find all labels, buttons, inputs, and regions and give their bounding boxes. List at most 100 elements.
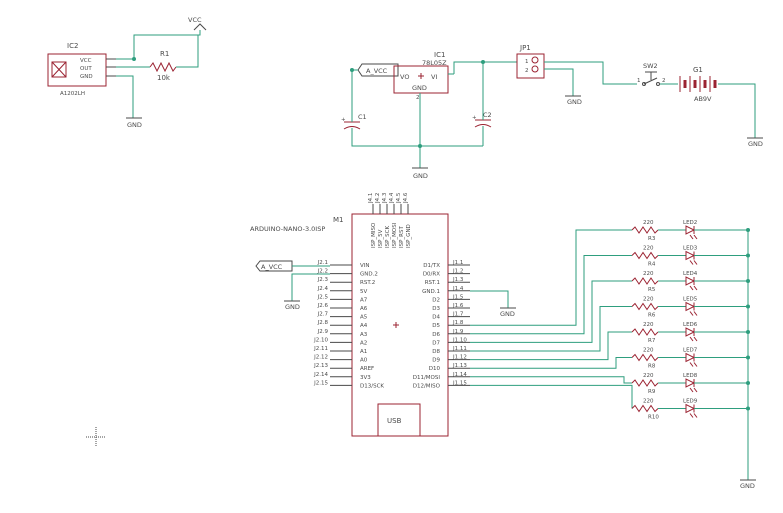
svg-text:A_VCC: A_VCC: [261, 263, 283, 271]
vcc-label: VCC: [188, 16, 202, 24]
jp1-jack[interactable]: JP1 1 2: [516, 44, 545, 79]
c2-capacitor[interactable]: C2 +: [472, 111, 492, 128]
led-row-res-name: R6: [648, 313, 656, 319]
m1-left-pin-pad: J2.3: [317, 277, 329, 283]
sw2-switch[interactable]: SW2 1 2: [637, 62, 666, 86]
m1-part: ARDUINO-NANO-3.0ISP: [250, 225, 325, 233]
ic2-pin-gnd: GND: [80, 74, 93, 80]
led-row-res-value: 220: [643, 220, 654, 226]
gnd-symbol-regulator: GND: [412, 167, 428, 180]
ic2-pin-out: OUT: [80, 66, 92, 72]
led-row-emit-arrow: [693, 336, 698, 342]
led-row-emit-arrow: [689, 336, 694, 342]
m1-right-pin-pad: J1.10: [452, 337, 467, 343]
svg-text:1: 1: [637, 78, 641, 84]
avcc-label-nano: A_VCC: [255, 260, 293, 272]
m1-right-pin-name: D2: [432, 297, 440, 303]
m1-left-pin-pad: J2.5: [317, 294, 329, 300]
m1-left-pin-pad: J2.7: [317, 312, 329, 318]
led-row-emit-arrow: [689, 387, 694, 393]
m1-left-pin-name: A3: [360, 332, 368, 338]
led-row-wire: [470, 331, 632, 361]
led-row-wire: [470, 229, 632, 326]
led-row-led-name: LED3: [683, 246, 698, 252]
led-row-diode: [685, 327, 696, 337]
led-row-res-name: R8: [648, 364, 656, 370]
m1-right-pin-name: D4: [432, 315, 440, 321]
led-row-wire: [470, 376, 632, 384]
led-row-emit-arrow: [689, 260, 694, 265]
led-row-res-name: R3: [648, 236, 656, 242]
led-row-diode: [685, 403, 696, 414]
m1-left-pin-pad: J2.10: [313, 337, 328, 343]
led-row-resistor: [631, 353, 659, 362]
led-row-res-value: 220: [643, 246, 654, 252]
r1-name: R1: [160, 50, 169, 58]
m1-right-pin-pad: J1.11: [452, 346, 467, 352]
g1-part: AB9V: [694, 95, 712, 103]
m1-right-pin-name: GND.1: [422, 289, 440, 295]
m1-top-pin-pad: J4.6: [403, 192, 409, 204]
led-row-emit-arrow: [689, 234, 694, 240]
led-row-res-name: R4: [648, 262, 656, 268]
m1-top-pin-name: ISP_GND: [406, 224, 412, 248]
ic1-part: 78L05Z: [422, 59, 447, 67]
ic1-gnd: GND: [412, 84, 427, 92]
m1-right-pin-pad: J1.13: [452, 363, 467, 369]
gnd-symbol-led-bank: GND: [740, 479, 756, 490]
m1-right-pin-name: D0/RX: [423, 272, 440, 278]
led-row-resistor: [631, 404, 659, 413]
m1-left-pin-name: 3V3: [360, 375, 371, 381]
m1-right-pin-name: D8: [432, 349, 440, 355]
ic1-regulator[interactable]: VO VI GND IC1 78L05Z 2: [393, 51, 449, 101]
m1-left-pin-pad: J2.2: [317, 269, 328, 275]
gnd-symbol-nano-left: GND: [284, 300, 300, 311]
m1-left-pin-pad: J2.8: [317, 320, 329, 326]
gnd-symbol-ic2: GND: [126, 117, 142, 129]
led-row-wire: [470, 280, 632, 343]
r1-resistor[interactable]: R1 10k: [149, 50, 177, 82]
gnd-symbol-battery: GND: [747, 137, 763, 148]
led-row-res-name: R7: [648, 338, 656, 344]
led-row-resistor: [631, 226, 659, 234]
led-row-led-name: LED8: [683, 373, 698, 379]
svg-text:+: +: [472, 115, 477, 121]
svg-text:GND: GND: [500, 310, 515, 318]
led-row-wire: [470, 255, 632, 335]
led-row-resistor: [631, 328, 659, 336]
m1-left-pin-pad: J2.15: [313, 380, 328, 386]
m1-left-pin-pad: J2.1: [317, 260, 328, 266]
m1-left-pin-name: 5V: [360, 289, 367, 295]
ic2-hall-sensor[interactable]: VCC OUT GND IC2 A1202LH: [47, 42, 107, 97]
m1-right-pin-name: RST.1: [425, 280, 440, 286]
m1-left-pin-name: A2: [360, 340, 367, 346]
m1-top-pin-pad: J4.4: [389, 192, 395, 204]
led-row-resistor: [631, 302, 659, 311]
m1-left-pin-name: VIN: [360, 263, 370, 269]
m1-top-pin-name: ISP_RST: [399, 226, 405, 248]
m1-left-pin-pad: J2.11: [313, 346, 328, 352]
m1-left-pin-name: A7: [360, 297, 368, 303]
led-row-resistor: [631, 251, 659, 260]
c1-capacitor[interactable]: C1 +: [341, 113, 367, 130]
led-row-diode: [685, 352, 696, 363]
avcc-label-top: A_VCC: [357, 63, 399, 77]
led-row-wire: [470, 357, 632, 369]
m1-right-pin-pad: J1.5: [452, 294, 464, 300]
led-row-led-name: LED9: [683, 399, 698, 405]
m1-right-pin-pad: J1.6: [452, 303, 464, 309]
m1-usb-label: USB: [387, 417, 402, 425]
c2-name: C2: [483, 111, 492, 119]
m1-right-pin-name: D5: [432, 323, 440, 329]
m1-right-pin-pad: J1.7: [452, 312, 464, 318]
m1-left-pin-pad: J2.12: [313, 355, 328, 361]
r1-value: 10k: [157, 74, 171, 82]
m1-left-pin-pad: J2.9: [317, 329, 329, 335]
led-row-wire: [470, 306, 632, 352]
led-row-emit-arrow: [693, 387, 698, 393]
led-row-led-name: LED6: [683, 322, 698, 328]
m1-right-pin-pad: J1.2: [452, 269, 463, 275]
g1-battery[interactable]: G1 AB9V: [679, 66, 717, 103]
